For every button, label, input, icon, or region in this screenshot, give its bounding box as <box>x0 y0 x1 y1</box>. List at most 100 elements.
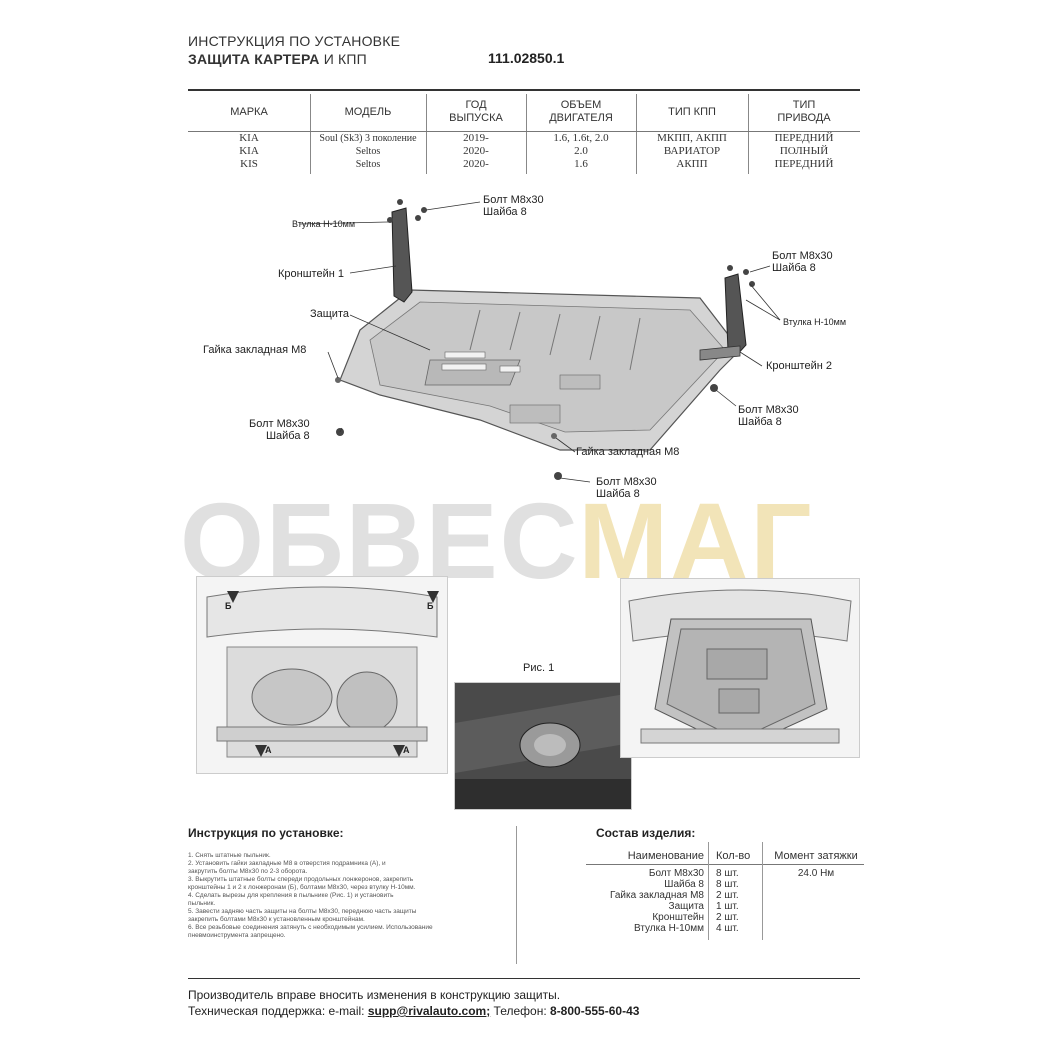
instruction-step: 3. Выкрутить штатные болты спереди продо… <box>188 876 414 883</box>
instruction-step: закрутить болты М8х30 по 2-3 оборота. <box>188 868 308 875</box>
item-name: Гайка закладная М8 <box>610 890 704 901</box>
photo-figure-1 <box>454 682 632 810</box>
cell: Soul (Sk3) 3 поколение <box>319 133 417 144</box>
guard-plate <box>339 289 741 451</box>
item-qty: 1 шт. <box>716 901 739 912</box>
cell: 2019- <box>463 132 489 144</box>
figure-caption: Рис. 1 <box>523 662 555 674</box>
instruction-step: пыльник. <box>188 900 216 907</box>
label-bolt-right-top: Болт М8х30 Шайба 8 <box>772 250 833 274</box>
cell: Seltos <box>355 146 381 157</box>
cell: 2020- <box>463 145 489 157</box>
photo-underbody-after <box>620 578 860 758</box>
bracket-2 <box>699 265 755 361</box>
label-bolt-right: Болт М8х30 Шайба 8 <box>738 404 799 428</box>
instruction-step: закрепить болтами М8х30 к установленным … <box>188 916 365 923</box>
composition-row: Гайка закладная М8 2 шт. <box>586 890 864 901</box>
instructions-heading: Инструкция по установке: <box>188 826 344 840</box>
col-drive: ТИП ПРИВОДА ПЕРЕДНИЙ ПОЛНЫЙ ПЕРЕДНИЙ <box>748 92 860 180</box>
header-divider <box>188 89 860 91</box>
item-qty: 2 шт. <box>716 890 739 901</box>
support-label: Техническая поддержка: e-mail: <box>188 1004 368 1018</box>
cell: АКПП <box>676 158 708 170</box>
nut-left <box>335 377 341 383</box>
item-qty: 4 шт. <box>716 923 739 934</box>
composition-header-row: Наименование Кол-во Момент затяжки <box>586 850 864 862</box>
cell: 1.6, 1.6t, 2.0 <box>553 132 609 144</box>
col-separator <box>748 94 749 174</box>
title-line-2: ЗАЩИТА КАРТЕРА И КПП <box>188 50 400 68</box>
bracket-1 <box>387 199 427 303</box>
label-nut-bottom: Гайка закладная М8 <box>576 446 680 458</box>
item-name: Защита <box>668 901 704 912</box>
footer-divider <box>188 978 860 979</box>
composition-col-divider <box>708 842 709 940</box>
col-gearbox: ТИП КПП МКПП, АКПП ВАРИАТОР АКПП <box>636 92 748 180</box>
label-bushing-left: Втулка Н-10мм <box>292 219 356 229</box>
bolt-bottom <box>554 472 562 480</box>
col-separator <box>426 94 427 174</box>
item-qty: 2 шт. <box>716 912 739 923</box>
label-bolt-left: Болт М8х30 Шайба 8 <box>249 418 310 442</box>
label-guard: Защита <box>310 308 349 320</box>
watermark-part2: МАГ <box>578 480 814 601</box>
composition-row: Кронштейн 2 шт. <box>586 912 864 923</box>
mark-a-right: А <box>403 745 410 755</box>
support-email-link[interactable]: supp@rivalauto.com; <box>367 1004 491 1018</box>
label-bracket-2: Кронштейн 2 <box>766 360 832 372</box>
photo-underbody-before: Б Б А А <box>196 576 448 774</box>
cell: 2020- <box>463 158 489 170</box>
title-product-rest: И КПП <box>319 51 367 67</box>
document-title: ИНСТРУКЦИЯ ПО УСТАНОВКЕ ЗАЩИТА КАРТЕРА И… <box>188 32 400 68</box>
nut-bottom <box>551 433 557 439</box>
col-separator <box>526 94 527 174</box>
instruction-step: 4. Сделать вырезы для крепления в пыльни… <box>188 892 394 899</box>
instruction-step: кронштейны 1 и 2 к лонжеронам (Б), болта… <box>188 884 416 891</box>
document-number: 111.02850.1 <box>488 50 565 66</box>
support-line: Техническая поддержка: e-mail: supp@riva… <box>188 1004 639 1018</box>
instruction-step: 6. Все резьбовые соединения затянуть с н… <box>188 924 433 931</box>
instruction-step: 1. Снять штатные пыльник. <box>188 852 271 859</box>
item-name: Втулка Н-10мм <box>633 923 704 934</box>
composition-col-divider <box>762 842 763 940</box>
item-name: Шайба 8 <box>664 879 704 890</box>
instructions-list: 1. Снять штатные пыльник. 2. Установить … <box>188 852 518 940</box>
title-product: ЗАЩИТА КАРТЕРА <box>188 51 320 67</box>
col-header-qty: Кол-во <box>716 850 751 862</box>
cell: KIA <box>239 132 259 144</box>
label-bolt-top: Болт М8х30 Шайба 8 <box>483 194 544 218</box>
col-separator <box>636 94 637 174</box>
phone-label: Телефон: <box>490 1004 551 1018</box>
cell: МКПП, АКПП <box>657 132 727 144</box>
vehicle-table: МАРКА KIA KIA KIS МОДЕЛЬ Soul (Sk3) 3 по… <box>188 92 860 180</box>
item-qty: 8 шт. <box>716 879 739 890</box>
mark-a-left: А <box>265 745 272 755</box>
col-header-torque: Момент затяжки <box>774 850 858 862</box>
title-line-1: ИНСТРУКЦИЯ ПО УСТАНОВКЕ <box>188 33 401 49</box>
col-header: ТИП КПП <box>668 105 716 118</box>
col-engine: ОБЪЕМ ДВИГАТЕЛЯ 1.6, 1.6t, 2.0 2.0 1.6 <box>526 92 636 180</box>
cell: 1.6 <box>574 158 588 170</box>
col-year: ГОД ВЫПУСКА 2019- 2020- 2020- <box>426 92 526 180</box>
composition-header-divider <box>586 864 864 865</box>
label-bolt-bottom: Болт М8х30 Шайба 8 <box>596 476 657 500</box>
label-nut-left: Гайка закладная М8 <box>203 344 307 356</box>
cell: KIS <box>240 158 258 170</box>
item-name: Болт М8х30 <box>648 868 704 879</box>
cell: Seltos <box>355 159 381 170</box>
col-header: ТИП ПРИВОДА <box>777 99 831 124</box>
cell: KIA <box>239 145 259 157</box>
cell: ПЕРЕДНИЙ <box>774 132 834 144</box>
cell: ВАРИАТОР <box>663 145 721 157</box>
instructions-divider <box>516 826 517 964</box>
composition-row: Втулка Н-10мм 4 шт. <box>586 923 864 934</box>
mark-b-right: Б <box>427 601 434 611</box>
item-name: Кронштейн <box>652 912 704 923</box>
assembly-diagram <box>299 199 781 483</box>
leader-lines <box>299 201 781 483</box>
col-make: МАРКА KIA KIA KIS <box>188 92 310 180</box>
instruction-step: 2. Установить гайки закладные М8 в отвер… <box>188 860 386 867</box>
col-header-name: Наименование <box>627 850 704 862</box>
mark-b-left: Б <box>225 601 232 611</box>
col-model: МОДЕЛЬ Soul (Sk3) 3 поколение Seltos Sel… <box>310 92 426 180</box>
